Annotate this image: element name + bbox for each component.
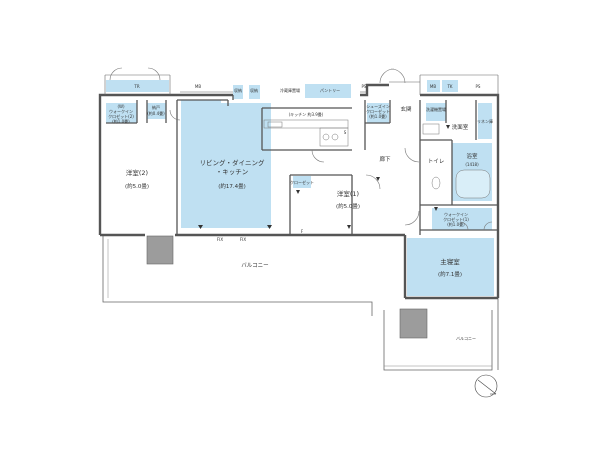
fix2-symbol: FIX	[240, 237, 246, 242]
interior-walls	[106, 95, 498, 235]
master-area: (約7.1畳)	[438, 270, 462, 278]
tk-highlight	[442, 80, 458, 92]
f-symbol: F	[301, 229, 304, 234]
bath-size: (1418)	[465, 162, 479, 167]
hall-label: 廊下	[379, 155, 391, 163]
toilet-label: トイレ	[428, 159, 445, 165]
balcony-outline	[102, 236, 373, 316]
mb-symbol: MB	[195, 84, 201, 89]
shelf2-label: 収納	[250, 87, 258, 93]
washroom-label: 洗面室	[452, 123, 469, 131]
fridge-highlight	[305, 84, 351, 98]
balcony-main-label: バルコニー	[241, 262, 268, 269]
column-left	[146, 235, 174, 265]
marker-triangles	[198, 125, 450, 229]
ldk-highlight	[181, 103, 271, 228]
wic2-highlight	[106, 103, 137, 123]
wic1-highlight	[432, 208, 492, 230]
ldk-highlight-top	[181, 100, 221, 106]
linen-label: リネン庫	[477, 118, 493, 124]
wic2-label-a: (W)	[117, 104, 125, 109]
clo-highlight	[293, 176, 311, 188]
wic1-label-c: (約1.0畳)	[447, 221, 465, 227]
wash-store-label: 洗濯機置場	[426, 106, 446, 112]
western1-label: 洋室(1)	[337, 189, 359, 198]
ldk-area: (約17.4畳)	[218, 182, 246, 190]
stove-burner	[331, 133, 339, 141]
shoes-highlight	[367, 103, 389, 123]
ldk-label: リビング・ダイニング	[200, 158, 266, 167]
bathtub	[455, 169, 491, 199]
north-compass	[474, 374, 498, 398]
fridge-label: 冷蔵庫置場	[280, 87, 300, 93]
shoes-label-b: クローゼット	[366, 108, 390, 114]
tr-highlight	[106, 80, 169, 92]
closet-highlight	[147, 103, 166, 119]
wash-basin	[422, 123, 440, 135]
balcony-side-label: バルコニー	[456, 336, 476, 341]
shelf1-label: 収納	[234, 87, 242, 93]
wash-store-highlight	[426, 103, 446, 121]
stove-burner	[322, 133, 330, 141]
ldk-label-2: ・キッチン	[216, 168, 249, 176]
side-balcony-outline	[383, 310, 493, 371]
bath-label: 浴室	[466, 152, 478, 160]
shelf-highlight-2	[249, 85, 260, 99]
wic1-label-a: ウォークイン	[444, 211, 468, 217]
linen-highlight	[478, 103, 492, 139]
western2-label: 洋室(2)	[126, 168, 148, 177]
closet-area: (約0.4畳)	[147, 110, 165, 116]
ps2-symbol: PS	[476, 84, 481, 89]
wic2-label-b: ウォークイン	[109, 108, 133, 114]
mb-highlight	[427, 80, 440, 92]
shoes-label-a: シューズイン	[366, 103, 390, 109]
entrance-label: 玄関	[400, 105, 412, 113]
wic1-label-b: クロゼット(1)	[443, 216, 469, 222]
kitchen-label: (キッチン 約3.9畳)	[289, 111, 324, 117]
wic2-label-c: クロゼット(2)	[108, 113, 134, 119]
kitchen-sink	[267, 121, 283, 128]
western2-area: (約5.0畳)	[125, 182, 149, 190]
mb2-symbol: MB	[430, 84, 436, 89]
tr-symbol: TR	[133, 84, 139, 89]
door-swings	[109, 67, 493, 231]
pantry-label: パントリー	[320, 88, 340, 93]
closet-label: 納戸	[152, 104, 160, 110]
kitchen-counter	[263, 119, 349, 129]
clo-label: クローゼット	[290, 179, 314, 185]
master-highlight	[407, 238, 494, 296]
ps-symbol: PS	[362, 84, 367, 89]
western1-area: (約5.0畳)	[336, 202, 360, 210]
fix1-symbol: FIX	[217, 237, 223, 242]
toilet-bowl	[431, 176, 441, 190]
tk-symbol: TK	[446, 84, 452, 89]
master-label: 主寝室	[440, 257, 460, 266]
s-symbol: S	[344, 130, 347, 135]
kitchen-island	[319, 127, 349, 147]
shoes-label-c: (約1.0畳)	[369, 113, 387, 119]
wic2-label-d: (約1.0畳)	[112, 118, 130, 124]
column-right	[399, 308, 428, 339]
shelf-highlight-1	[233, 85, 243, 99]
